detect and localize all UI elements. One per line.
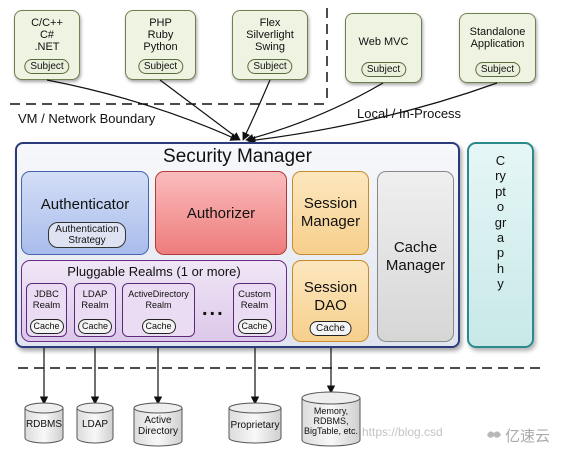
subject-pill: Subject [474, 62, 521, 77]
realm-label: Custom Realm [238, 289, 271, 311]
local-in-process-label: Local / In-Process [357, 106, 462, 121]
watermark-logo-icon [486, 427, 502, 441]
subject-pill: Subject [247, 59, 293, 74]
datastore-session-store: Memory, RDBMS, BigTable, etc. [302, 406, 360, 442]
realm-cache: Cache [141, 319, 176, 334]
subject-pill: Subject [137, 59, 184, 74]
realm-cache: Cache [237, 319, 272, 334]
arrow-client-4 [245, 82, 384, 143]
realm-jdbc: JDBC Realm Cache [26, 283, 67, 337]
arrow-client-1 [46, 79, 239, 141]
cylinder-ldap [76, 408, 114, 444]
cache-manager-label: Cache Manager [385, 239, 446, 274]
client-label: PHP Ruby Python [143, 17, 178, 53]
session-dao-label: Session DAO [303, 279, 358, 314]
cylinder-rdbms [24, 408, 64, 444]
session-dao: Session DAO Cache [292, 260, 369, 342]
client-php-ruby-python: PHP Ruby Python Subject [125, 10, 196, 80]
authentication-strategy: Authentication Strategy [48, 222, 126, 248]
datastore-proprietary: Proprietary [229, 420, 281, 434]
realm-label: ActiveDirectory Realm [128, 289, 189, 310]
session-dao-cache: Cache [309, 321, 352, 336]
client-label: Web MVC [358, 36, 409, 48]
cylinder-session-store [301, 398, 361, 447]
datastore-label: LDAP [81, 419, 109, 430]
realm-active-directory: ActiveDirectory Realm Cache [122, 283, 195, 337]
datastore-rdbms: RDBMS [25, 419, 63, 433]
client-label: Standalone Application [469, 26, 526, 50]
client-label: C/C++ C# .NET [31, 17, 63, 53]
client-standalone-application: Standalone Application Subject [459, 13, 536, 83]
realm-ldap: LDAP Realm Cache [74, 283, 116, 337]
datastore-label: Proprietary [230, 420, 280, 431]
session-manager-label: Session Manager [300, 195, 361, 230]
cylinder-proprietary [228, 408, 282, 444]
arrow-client-2 [159, 79, 241, 141]
watermark-brand: 亿速云 [505, 428, 551, 445]
datastore-label: Active Directory [137, 415, 178, 437]
datastore-active-directory: Active Directory [134, 415, 182, 441]
datastore-ldap: LDAP [77, 419, 113, 433]
realm-custom: Custom Realm Cache [233, 283, 276, 337]
cryptography: Cryptography [467, 142, 534, 348]
vm-network-boundary-label: VM / Network Boundary [18, 111, 156, 126]
authorizer: Authorizer [155, 171, 287, 255]
datastore-label: RDBMS [25, 419, 63, 430]
realm-cache: Cache [29, 319, 64, 334]
session-manager: Session Manager [292, 171, 369, 255]
client-label: Flex Silverlight Swing [246, 17, 294, 53]
subject-pill: Subject [360, 62, 407, 77]
watermark-url: https://blog.csd [362, 425, 443, 439]
client-flex-silverlight-swing: Flex Silverlight Swing Subject [232, 10, 308, 80]
subject-pill: Subject [24, 59, 70, 74]
cryptography-label: Cryptography [494, 153, 507, 292]
authenticator: Authenticator Authentication Strategy [21, 171, 149, 255]
client-web-mvc: Web MVC Subject [345, 13, 422, 83]
realm-label: JDBC Realm [32, 289, 61, 311]
realms-ellipsis: ... [202, 298, 225, 320]
security-manager-title: Security Manager [163, 146, 312, 167]
pluggable-realms-title: Pluggable Realms (1 or more) [67, 264, 241, 279]
authenticator-label: Authenticator [40, 196, 130, 213]
arrow-client-5 [247, 82, 498, 145]
datastore-label: Memory, RDBMS, BigTable, etc. [303, 406, 359, 436]
realm-label: LDAP Realm [81, 289, 109, 311]
cylinder-active-directory [133, 408, 183, 447]
realm-cache: Cache [77, 319, 113, 334]
client-cpp-csharp-dotnet: C/C++ C# .NET Subject [14, 10, 80, 80]
authorizer-label: Authorizer [186, 205, 256, 222]
cache-manager: Cache Manager [377, 171, 454, 342]
